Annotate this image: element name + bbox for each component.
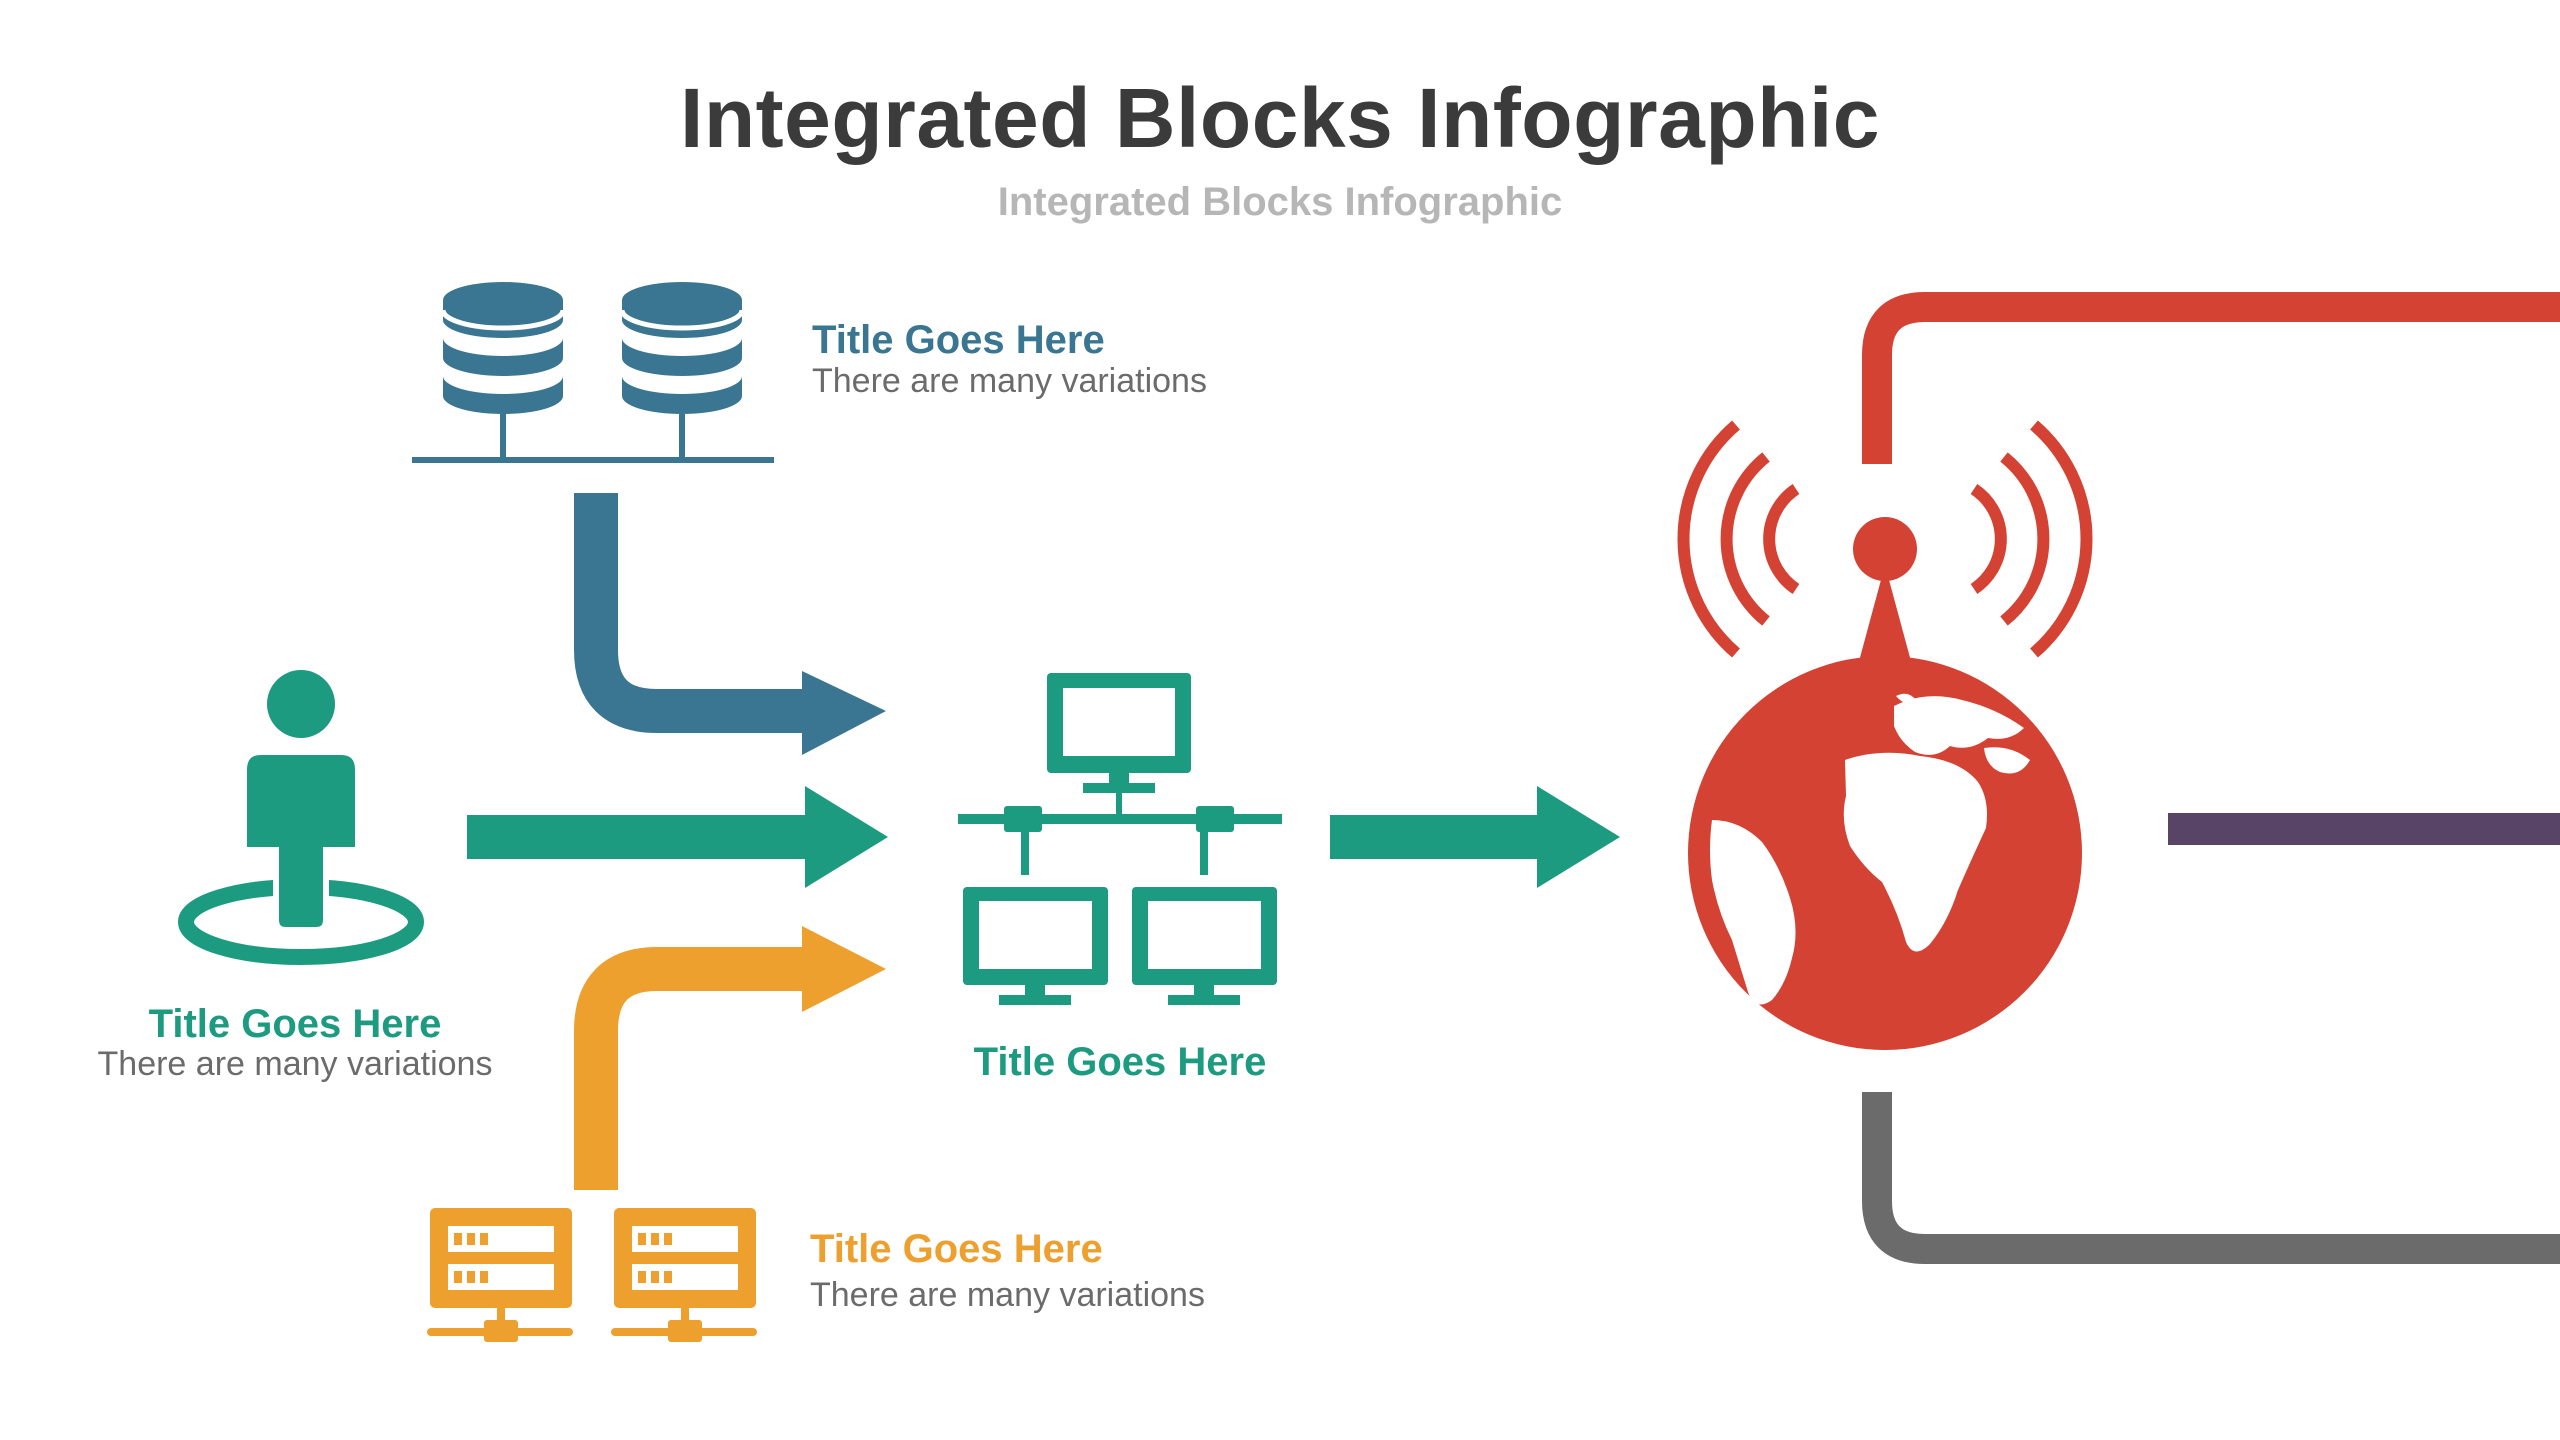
red-connector-line xyxy=(1862,292,2560,464)
purple-connector-line xyxy=(2168,813,2560,845)
database-network-icon xyxy=(412,282,774,463)
user-block-title: Title Goes Here xyxy=(148,1002,442,1046)
server-icon xyxy=(430,1208,572,1342)
servers-block-title: Title Goes Here xyxy=(810,1227,1103,1271)
database-icon xyxy=(619,282,745,414)
page-title: Integrated Blocks Infographic xyxy=(679,71,1880,165)
gray-connector-line xyxy=(1862,1092,2560,1264)
monitor-icon xyxy=(963,887,1108,1005)
user-location-icon xyxy=(178,670,424,965)
blue-bent-arrow xyxy=(574,493,886,755)
server-network-icon xyxy=(427,1208,757,1342)
network-block-title: Title Goes Here xyxy=(973,1040,1267,1084)
monitor-icon xyxy=(1047,673,1191,793)
database-block-description: There are many variations xyxy=(812,362,1207,400)
teal-arrow-left xyxy=(467,786,888,888)
signal-waves-left xyxy=(1677,420,1800,658)
database-icon xyxy=(440,282,566,414)
continents xyxy=(1710,693,2030,1005)
servers-block-description: There are many variations xyxy=(810,1276,1205,1314)
server-icon xyxy=(614,1208,756,1342)
database-block-title: Title Goes Here xyxy=(812,318,1105,362)
orange-bent-arrow xyxy=(574,926,886,1190)
monitor-icon xyxy=(1132,887,1277,1005)
teal-arrow-right xyxy=(1330,786,1620,888)
globe-antenna-icon xyxy=(1677,420,2093,1050)
signal-waves-right xyxy=(1970,420,2093,658)
page-subtitle: Integrated Blocks Infographic xyxy=(997,180,1563,224)
computer-network-icon xyxy=(958,673,1282,1005)
user-block-description: There are many variations xyxy=(97,1045,493,1083)
